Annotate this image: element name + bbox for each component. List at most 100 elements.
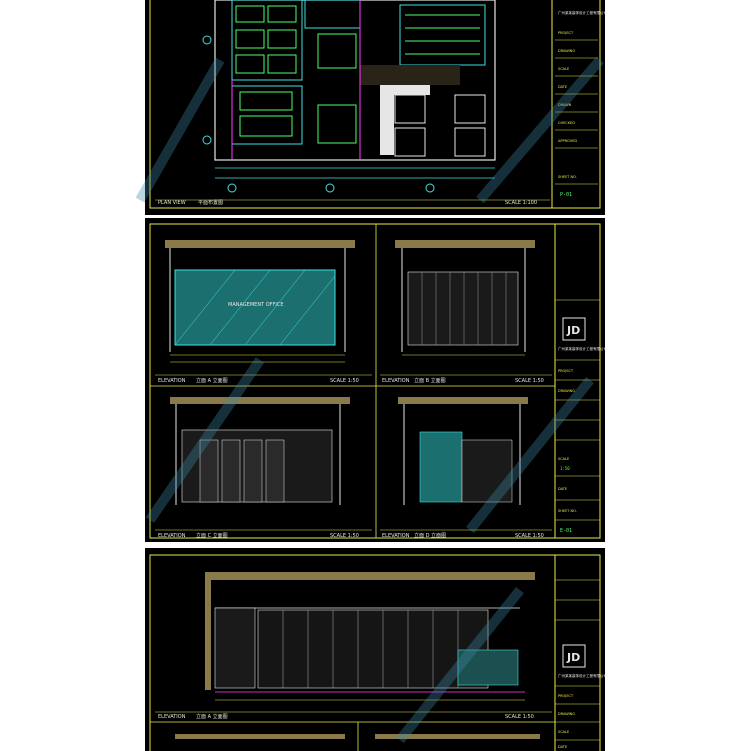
elevation-d: ELEVATION 立面 D 立面图 SCALE 1:50 xyxy=(380,397,552,539)
column xyxy=(380,85,394,155)
company-logo: JD xyxy=(566,324,580,337)
ceiling-slab xyxy=(175,734,345,739)
title-block-line: 广州某某装饰设计工程有限公司 xyxy=(558,346,607,351)
door xyxy=(243,439,263,503)
watermark-stroke xyxy=(145,357,265,523)
watermark-stroke xyxy=(476,56,604,204)
title-block-line: 广州某某装饰设计工程有限公司 xyxy=(558,673,607,678)
view-scale: SCALE 1:50 xyxy=(330,378,359,384)
ceiling-slab xyxy=(165,240,355,248)
glass-hatch xyxy=(209,269,271,346)
title-block-line: DRAWING xyxy=(558,712,575,716)
logo-box xyxy=(562,317,586,341)
logo-box xyxy=(562,644,586,668)
sheet-number: E-01 xyxy=(560,528,572,534)
grid-bubble xyxy=(425,183,435,193)
glass-hatch xyxy=(244,269,306,346)
desk xyxy=(235,5,265,23)
view-label: ELEVATION xyxy=(382,378,410,384)
meeting-table xyxy=(317,33,357,69)
title-block-line: SHEET NO. xyxy=(558,175,577,179)
desk xyxy=(267,5,297,23)
title-block: JD 广州某某装饰设计工程有限公司 PROJECT DRAWING SCALE … xyxy=(555,299,607,534)
view-scale: SCALE 1:50 xyxy=(515,533,544,539)
grid-bubble xyxy=(202,35,212,45)
title-block-line: CHECKED xyxy=(558,121,575,125)
drawing-frame xyxy=(149,223,601,539)
outer-wall xyxy=(214,0,496,161)
toilet-cubicle xyxy=(394,94,426,124)
view-label: PLAN VIEW xyxy=(158,200,186,206)
view-label: ELEVATION xyxy=(382,533,410,539)
title-block-line: DATE xyxy=(558,487,567,491)
door xyxy=(221,439,241,503)
ceiling-slab xyxy=(205,572,535,580)
title-block: 广州某某装饰设计工程有限公司 PROJECT DRAWING SCALE DAT… xyxy=(555,10,607,198)
glass-door xyxy=(419,431,463,503)
floor-plan xyxy=(202,0,496,193)
view-scale: SCALE 1:50 xyxy=(505,714,534,720)
elevation-b: ELEVATION 立面 B 立面图 SCALE 1:50 xyxy=(380,240,552,384)
title-block-line: DRAWING xyxy=(558,49,575,53)
grid-bubble xyxy=(227,183,237,193)
watermark-stroke xyxy=(396,586,524,744)
glass-hatch xyxy=(174,269,236,346)
room-label: MANAGEMENT OFFICE xyxy=(228,302,284,308)
desk xyxy=(235,29,265,49)
view-label: ELEVATION xyxy=(158,378,186,384)
sheet-elevations: MANAGEMENT OFFICE ELEVATION 立面 A 立面图 SCA… xyxy=(145,218,607,542)
title-block-line: DRAWN xyxy=(558,103,572,107)
title-block-line: DATE xyxy=(558,745,567,749)
title-block: JD 广州某某装饰设计工程有限公司 PROJECT DRAWING SCALE … xyxy=(555,579,607,749)
ceiling-slab xyxy=(375,734,540,739)
sheet-plan-view: PLAN VIEW 平面布置图 SCALE 1:100 广州某某装饰设计工程有限… xyxy=(145,0,607,215)
company-logo: JD xyxy=(566,651,580,664)
title-block-line: PROJECT xyxy=(558,369,574,373)
desk xyxy=(235,54,265,74)
ceiling-slab xyxy=(395,240,535,248)
title-block-line: SCALE xyxy=(558,730,569,734)
elevation-a: MANAGEMENT OFFICE ELEVATION 立面 A 立面图 SCA… xyxy=(155,240,372,384)
title-block-line: APPROVED xyxy=(558,139,577,143)
title-block-line: PROJECT xyxy=(558,694,574,698)
view-label-cn: 立面 D 立面图 xyxy=(414,532,446,539)
desk xyxy=(239,91,293,111)
title-block-line: SCALE xyxy=(558,67,569,71)
drawing-frame xyxy=(149,0,601,209)
view-label-cn: 立面 C 立面图 xyxy=(196,532,228,539)
elevation-c: ELEVATION 立面 C 立面图 SCALE 1:50 xyxy=(155,397,372,539)
desk xyxy=(267,54,297,74)
view-label-cn: 平面布置图 xyxy=(198,199,223,206)
wall-panel xyxy=(461,439,513,503)
wall-segment xyxy=(380,85,430,95)
toilet-cubicle xyxy=(454,94,486,124)
grid-bubble xyxy=(202,135,212,145)
title-block-line: SCALE xyxy=(558,457,569,461)
wood-panel-wall xyxy=(407,271,519,346)
grid-bubble xyxy=(325,183,335,193)
title-block-line: DRAWING xyxy=(558,389,575,393)
room-1 xyxy=(231,0,303,81)
sheet-number: P-01 xyxy=(560,192,572,198)
ceiling-slab xyxy=(398,397,528,404)
ceiling-slab xyxy=(170,397,350,404)
glass-hatch xyxy=(279,275,336,346)
title-block-line: 广州某某装饰设计工程有限公司 xyxy=(558,10,607,15)
sheet-long-elevation: ELEVATION 立面 A 立面图 SCALE 1:50 JD 广州某某装饰设… xyxy=(145,548,607,751)
title-block-line: DATE xyxy=(558,85,567,89)
toilet-cubicle xyxy=(454,127,486,157)
title-block-line: SHEET NO. xyxy=(558,509,577,513)
view-scale: SCALE 1:100 xyxy=(505,200,537,206)
drawing-frame xyxy=(149,554,601,751)
view-scale: SCALE 1:50 xyxy=(515,378,544,384)
reception-counter xyxy=(457,649,519,686)
title-block-value: 1:50 xyxy=(560,466,570,471)
view-label: ELEVATION xyxy=(158,714,186,720)
title-block-line: PROJECT xyxy=(558,31,574,35)
toilet-cubicle xyxy=(394,127,426,157)
sheet-background xyxy=(145,0,605,215)
desk xyxy=(239,115,293,137)
door xyxy=(265,439,285,503)
glass-partition xyxy=(257,609,489,689)
